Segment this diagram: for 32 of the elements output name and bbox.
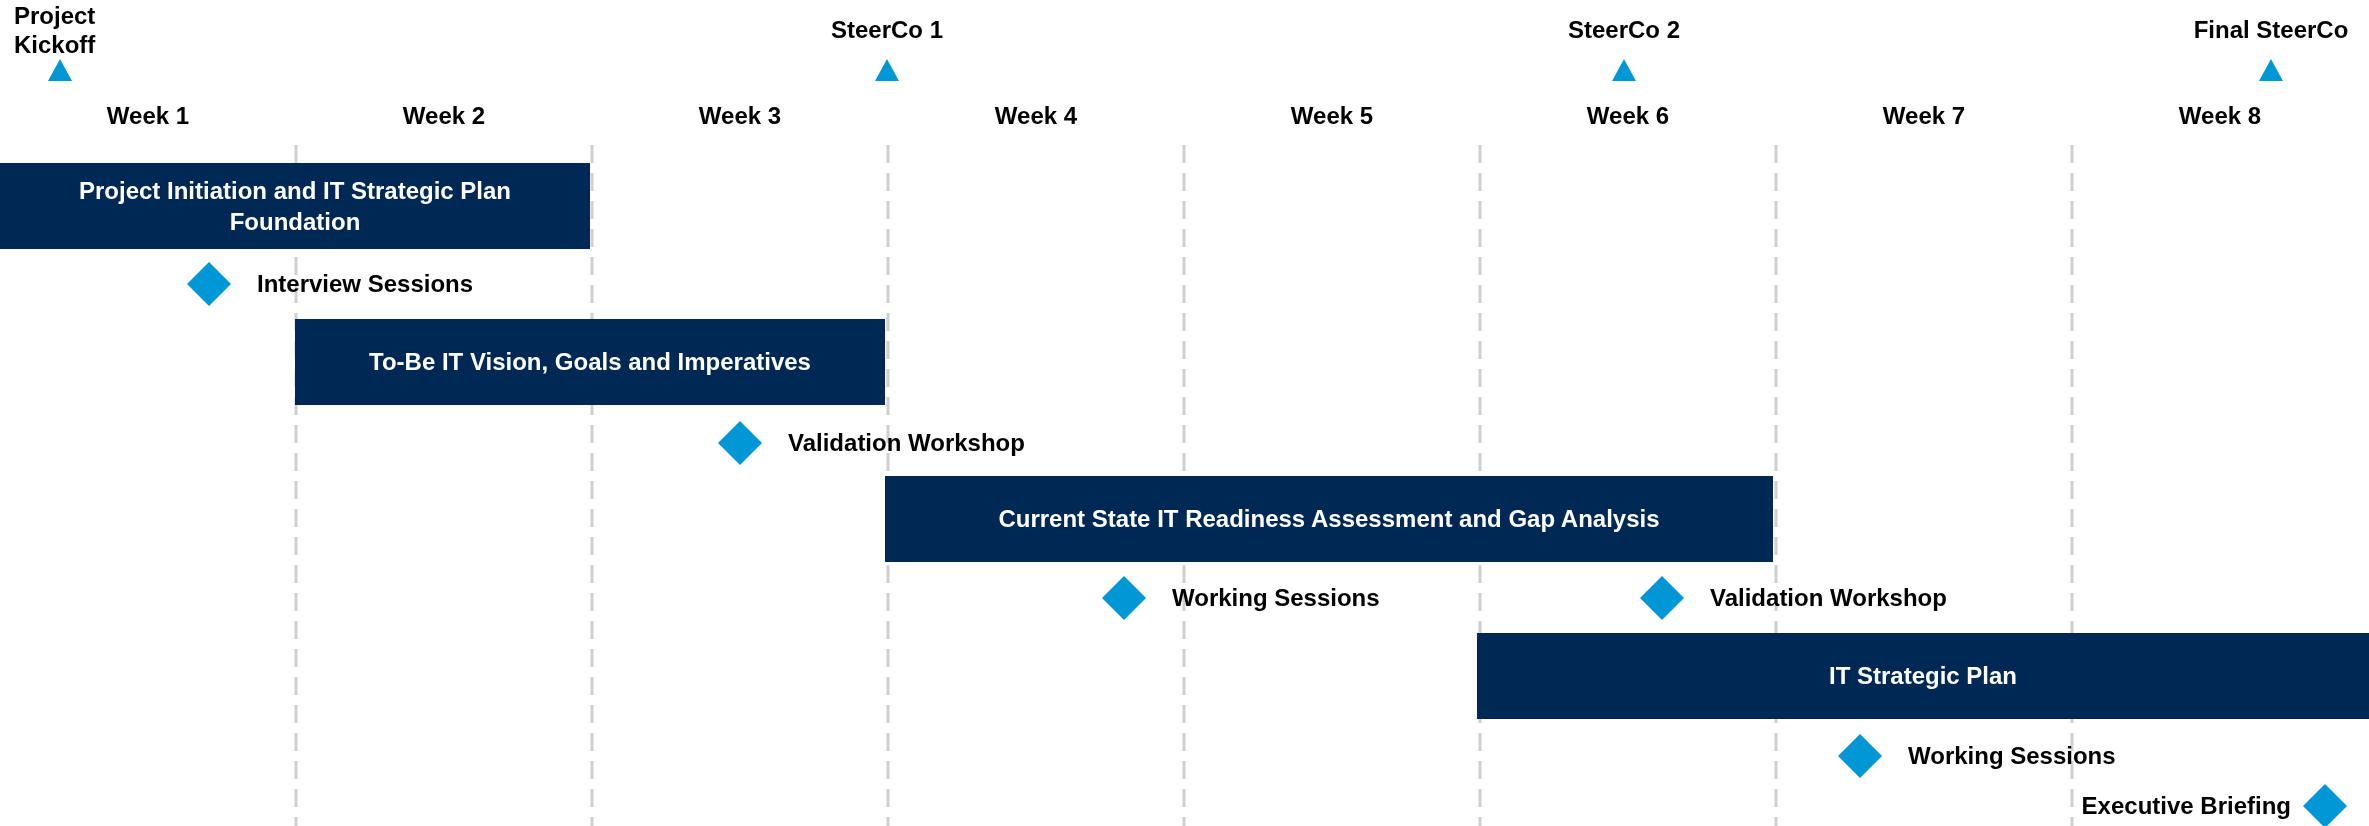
milestone-diamond — [1838, 734, 1882, 778]
milestone-triangle — [2258, 57, 2284, 83]
week-label: Week 3 — [698, 102, 782, 131]
week-label: Week 7 — [1882, 102, 1966, 131]
milestone-diamond — [2303, 784, 2347, 826]
milestone-diamond — [187, 262, 231, 306]
week-label: Week 8 — [2178, 102, 2262, 131]
milestone-label: Working Sessions — [1172, 584, 1380, 613]
week-label: Week 1 — [106, 102, 190, 131]
milestone-label: Interview Sessions — [257, 270, 474, 299]
milestone-label: Final SteerCo — [2193, 16, 2349, 45]
week-label: Week 5 — [1290, 102, 1374, 131]
week-label: Week 6 — [1586, 102, 1670, 131]
milestone-label: SteerCo 2 — [1568, 16, 1680, 45]
milestone-label: Validation Workshop — [1710, 584, 1947, 613]
milestone-label: Executive Briefing — [2081, 792, 2291, 821]
milestone-diamond — [718, 421, 762, 465]
milestone-label: Project Kickoff — [14, 2, 97, 60]
milestone-diamond — [1102, 576, 1146, 620]
task-bar: Current State IT Readiness Assessment and Gap Analysis — [885, 476, 1773, 562]
task-bar: To-Be IT Vision, Goals and Imperatives — [295, 319, 885, 405]
milestone-label: Validation Workshop — [788, 429, 1025, 458]
week-label: Week 2 — [402, 102, 486, 131]
milestone-diamond — [1640, 576, 1684, 620]
milestone-label: SteerCo 1 — [831, 16, 943, 45]
task-bar: IT Strategic Plan — [1477, 633, 2369, 719]
milestone-triangle — [874, 57, 900, 83]
week-label: Week 4 — [994, 102, 1078, 131]
task-bar: Project Initiation and IT Strategic Plan Foundation — [0, 163, 590, 249]
milestone-triangle — [1611, 57, 1637, 83]
milestone-label: Working Sessions — [1908, 742, 2116, 771]
milestone-triangle — [47, 57, 73, 83]
